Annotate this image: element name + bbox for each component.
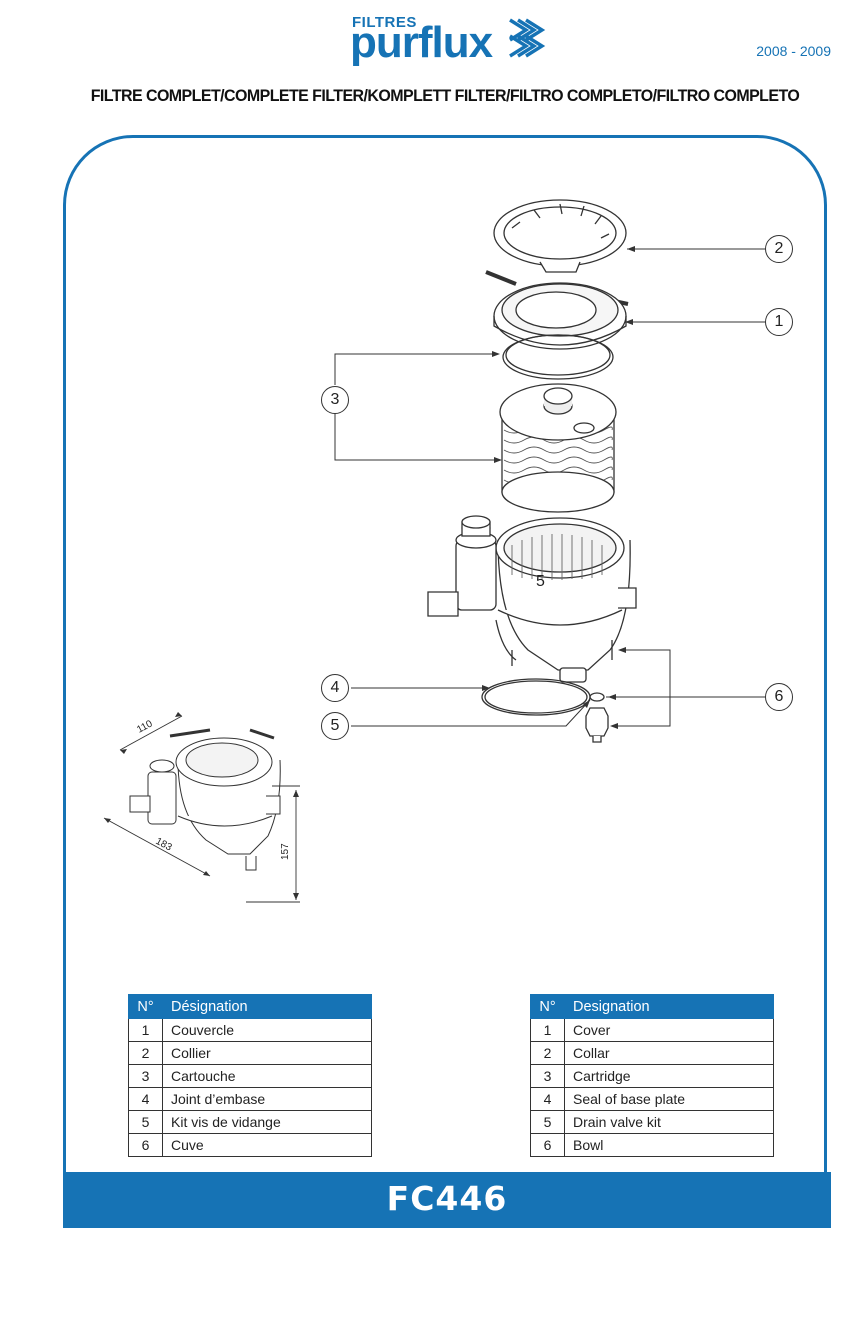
leader-6-bracket — [612, 649, 671, 727]
overview-dimension-lines — [103, 715, 300, 903]
purflux-logo: FILTRES purflux — [350, 12, 550, 72]
callout-3: 3 — [321, 386, 349, 414]
row-designation: Kit vis de vidange — [162, 1110, 372, 1134]
logo-big-text: purflux — [350, 18, 493, 67]
row-designation: Joint d’embase — [162, 1087, 372, 1111]
row-designation: Seal of base plate — [564, 1087, 774, 1111]
leader-5 — [351, 699, 591, 727]
year-range: 2008 - 2009 — [756, 43, 831, 59]
row-num: 1 — [530, 1018, 565, 1042]
row-num: 5 — [128, 1110, 163, 1134]
row-num: 5 — [530, 1110, 565, 1134]
row-designation: Drain valve kit — [564, 1110, 774, 1134]
row-num: 6 — [530, 1133, 565, 1157]
row-designation: Collar — [564, 1041, 774, 1065]
row-num: 3 — [128, 1064, 163, 1088]
row-num: 4 — [530, 1087, 565, 1111]
row-num: 1 — [128, 1018, 163, 1042]
row-num: 2 — [530, 1041, 565, 1065]
product-reference: FC446 — [386, 1179, 508, 1218]
row-num: 4 — [128, 1087, 163, 1111]
reference-band: FC446 — [63, 1172, 831, 1228]
row-num: 2 — [128, 1041, 163, 1065]
content-frame — [63, 135, 827, 1177]
label-5-on-bowl: 5 — [536, 573, 545, 590]
callout-5: 5 — [321, 712, 349, 740]
row-designation: Cover — [564, 1018, 774, 1042]
col-header-designation: Designation — [564, 994, 774, 1019]
logo-small-text: FILTRES — [352, 14, 417, 31]
cartridge-part — [499, 383, 617, 513]
overview-drawing — [129, 728, 281, 871]
callout-4: 4 — [321, 674, 349, 702]
bowl-part — [427, 515, 637, 683]
col-header-designation: Désignation — [162, 994, 372, 1019]
row-designation: Collier — [162, 1041, 372, 1065]
cover-part — [485, 270, 629, 350]
row-designation: Cartridge — [564, 1064, 774, 1088]
leader-3 — [334, 353, 500, 461]
row-num: 6 — [128, 1133, 163, 1157]
row-num: 3 — [530, 1064, 565, 1088]
dimension-length: 183 — [154, 836, 174, 854]
row-designation: Cartouche — [162, 1064, 372, 1088]
dimension-width: 110 — [135, 718, 155, 735]
page-subtitle: FILTRE COMPLET/COMPLETE FILTER/KOMPLETT … — [90, 86, 800, 105]
row-designation: Bowl — [564, 1133, 774, 1157]
callout-1: 1 — [765, 308, 793, 336]
col-header-num: N° — [128, 994, 163, 1019]
dimension-height: 157 — [280, 843, 291, 860]
col-header-num: N° — [530, 994, 565, 1019]
logo-stripes-icon — [509, 18, 546, 58]
collar-part — [493, 199, 627, 273]
callout-2: 2 — [765, 235, 793, 263]
callout-6: 6 — [765, 683, 793, 711]
exploded-view-drawing: 110 183 157 5 — [103, 199, 766, 903]
row-designation: Cuve — [162, 1133, 372, 1157]
row-designation: Couvercle — [162, 1018, 372, 1042]
